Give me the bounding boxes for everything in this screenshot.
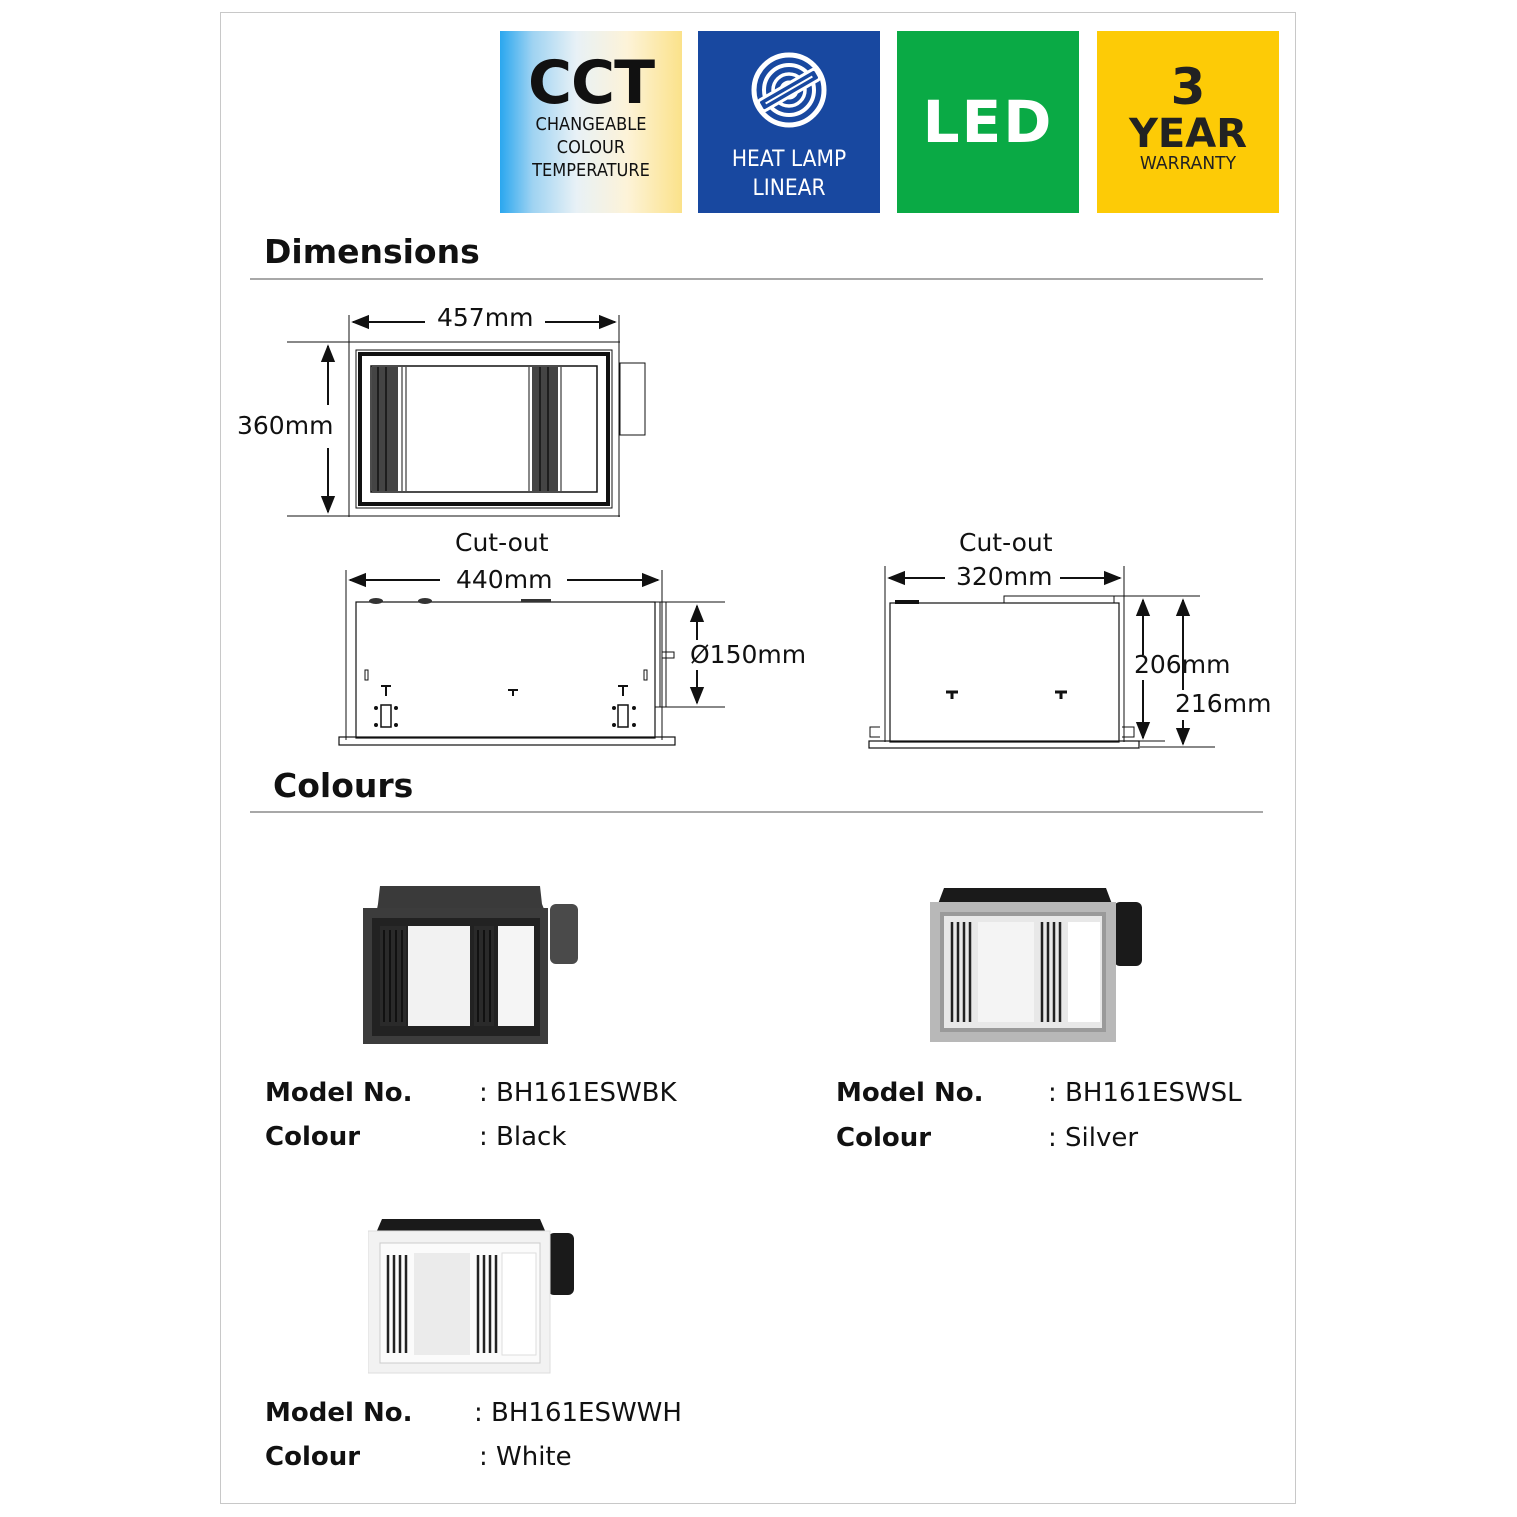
side-cutout-label: Cut-out xyxy=(451,528,553,558)
end-view-drawing xyxy=(868,566,1215,749)
model-value: : BH161ESWWH xyxy=(474,1398,682,1428)
side-cutout-width-label: 440mm xyxy=(452,565,557,595)
heat-lamp-icon xyxy=(751,52,827,128)
colours-heading: Colours xyxy=(273,766,414,805)
product-image-black xyxy=(363,886,578,1044)
colour-value: : White xyxy=(479,1442,572,1472)
cct-line1: CHANGEABLE xyxy=(535,114,647,135)
cct-line2: COLOUR xyxy=(556,137,626,158)
heat-lamp-badge: HEAT LAMP LINEAR xyxy=(698,31,880,213)
warranty-label: WARRANTY xyxy=(1139,153,1237,174)
dimensions-divider xyxy=(250,278,1263,280)
cct-line3: TEMPERATURE xyxy=(532,160,650,181)
warranty-number: 3 xyxy=(1170,58,1206,116)
warranty-badge: 3 YEAR WARRANTY xyxy=(1097,31,1279,213)
outer-height-label: 216mm xyxy=(1175,689,1272,718)
colour-label: Colour xyxy=(265,1122,361,1152)
led-badge: LED xyxy=(897,31,1079,213)
model-label: Model No. xyxy=(836,1078,984,1108)
model-label: Model No. xyxy=(265,1078,413,1108)
cct-badge: CCT CHANGEABLE COLOUR TEMPERATURE xyxy=(500,31,682,213)
cct-title: CCT xyxy=(528,48,655,118)
model-label: Model No. xyxy=(265,1398,413,1428)
side-view-drawing xyxy=(338,570,725,746)
page-frame xyxy=(220,12,1296,1504)
front-view-drawing xyxy=(287,314,646,517)
end-cutout-label: Cut-out xyxy=(955,528,1057,558)
model-value: : BH161ESWBK xyxy=(479,1078,677,1108)
led-title: LED xyxy=(922,88,1054,156)
colour-label: Colour xyxy=(836,1123,932,1153)
duct-diameter-label: Ø150mm xyxy=(686,640,811,670)
product-image-silver xyxy=(930,888,1142,1042)
end-cutout-width-label: 320mm xyxy=(952,562,1057,592)
colour-label: Colour xyxy=(265,1442,361,1472)
colours-divider xyxy=(250,811,1263,813)
heat-lamp-line2: LINEAR xyxy=(752,176,826,201)
product-image-white xyxy=(368,1219,574,1374)
heat-lamp-line1: HEAT LAMP xyxy=(731,147,847,172)
front-width-label: 457mm xyxy=(433,303,538,333)
warranty-year: YEAR xyxy=(1128,111,1248,157)
colour-value: : Silver xyxy=(1048,1123,1139,1153)
dimensions-heading: Dimensions xyxy=(264,232,480,271)
colour-value: : Black xyxy=(479,1122,567,1152)
model-value: : BH161ESWSL xyxy=(1048,1078,1242,1108)
front-height-label: 360mm xyxy=(233,411,338,441)
inner-height-label: 206mm xyxy=(1134,650,1231,679)
